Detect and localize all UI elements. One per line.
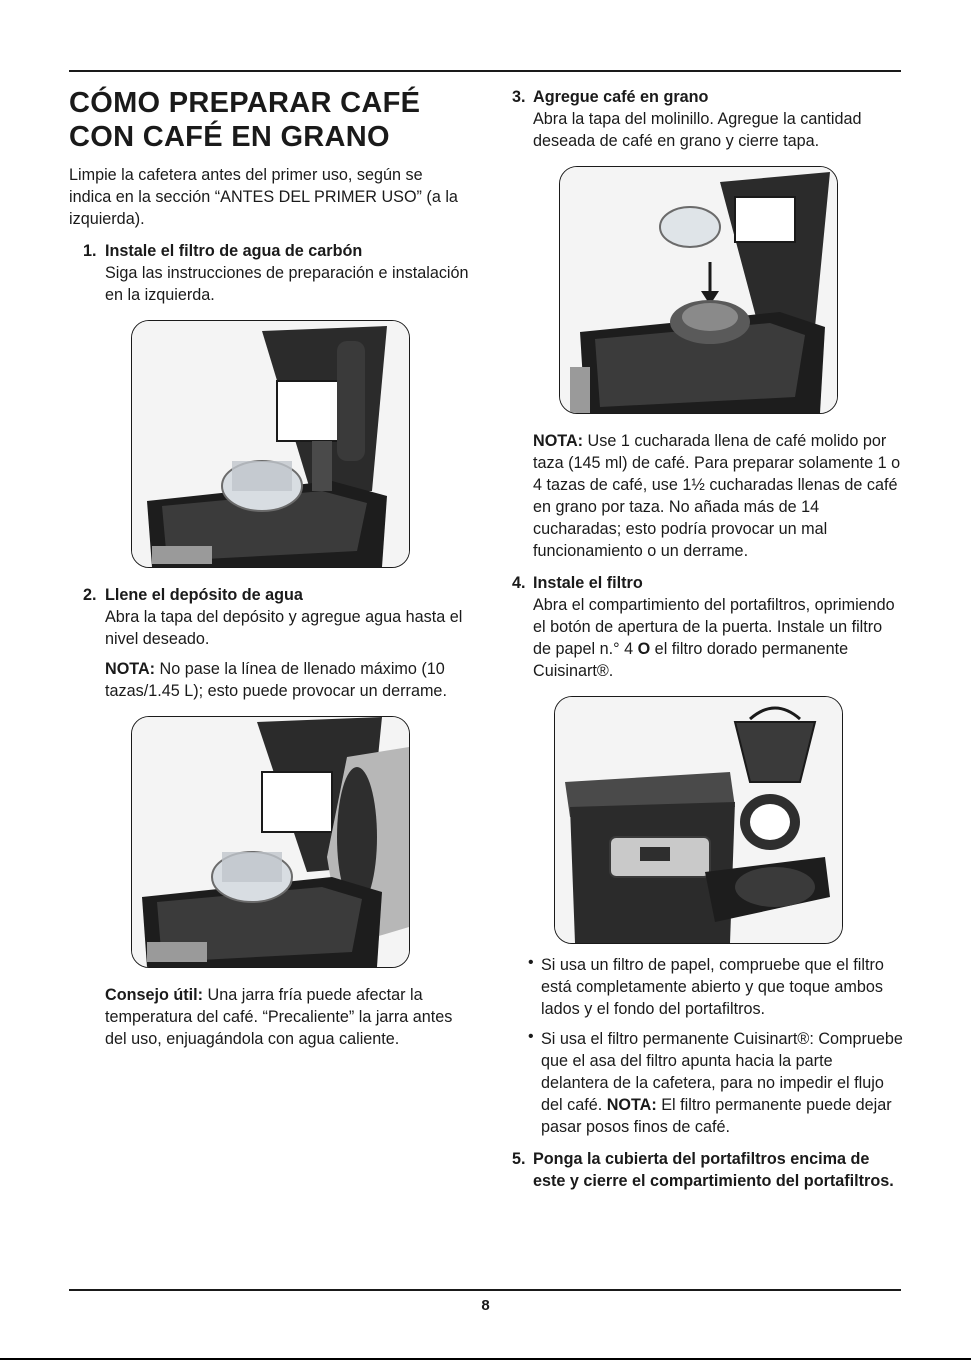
coffee-maker-open-reservoir-illustration (132, 321, 409, 567)
step-body-part-1: Abra el compartimiento del portafiltros,… (533, 596, 895, 658)
step-3-note: NOTA: Use 1 cucharada llena de café moli… (512, 430, 904, 562)
bullet-dot: • (528, 1028, 534, 1045)
page-number: 8 (481, 1297, 490, 1314)
step-body-part-2: el filtro dorado permanente Cuisinart®. (533, 640, 849, 680)
step-2: 2. Llene el depósito de agua Abra la tap… (69, 584, 469, 702)
filter-bullets: • Si usa un filtro de papel, compruebe q… (512, 954, 904, 1138)
bullet-permanent-filter: • Si usa el filtro permanente Cuisinart®… (528, 1028, 904, 1138)
step-2-tip: Consejo útil: Una jarra fría puede afect… (69, 984, 469, 1050)
step-note: NOTA: Use 1 cucharada llena de café moli… (533, 430, 904, 562)
step-body-or: O (637, 640, 651, 658)
step-note: NOTA: No pase la línea de llenado máximo… (105, 658, 469, 702)
step-number: 3. (512, 88, 526, 106)
bullet-text-part-1: Si usa el filtro permanente Cuisinart®: … (541, 1030, 903, 1114)
figure-fill-reservoir (131, 716, 410, 968)
bullet-text: Si usa un filtro de papel, compruebe que… (541, 956, 884, 1018)
intro-paragraph: Limpie la cafetera antes del primer uso,… (69, 166, 458, 228)
left-column: CÓMO PREPARAR CAFÉ CON CAFÉ EN GRANO Lim… (69, 86, 469, 1050)
page-title: CÓMO PREPARAR CAFÉ CON CAFÉ EN GRANO (69, 86, 469, 154)
tip-text: Una jarra fría puede afectar la temperat… (105, 986, 453, 1048)
bullet-paper-filter: • Si usa un filtro de papel, compruebe q… (528, 954, 904, 1020)
pouring-water-illustration (132, 717, 409, 967)
right-column: 3. Agregue café en grano Abra la tapa de… (512, 86, 904, 1192)
bullet-dot: • (528, 954, 534, 971)
step-body: Abra la tapa del molinillo. Agregue la c… (533, 110, 862, 150)
step-number: 5. (512, 1150, 526, 1168)
bottom-rule (69, 1289, 901, 1291)
step-1: 1. Instale el filtro de agua de carbón S… (69, 240, 469, 306)
filter-basket-illustration (555, 697, 842, 943)
bullet-text-part-2: El filtro permanente puede dejar pasar p… (541, 1096, 892, 1136)
step-5: 5. Ponga la cubierta del portafiltros en… (512, 1148, 904, 1192)
helpful-tip: Consejo útil: Una jarra fría puede afect… (105, 984, 469, 1050)
page-bottom-edge (0, 1358, 971, 1360)
note-text: Use 1 cucharada llena de café molido por… (533, 432, 901, 560)
figure-install-water-filter (131, 320, 410, 568)
step-title: Instale el filtro de agua de carbón (105, 242, 363, 260)
step-body: Abra la tapa del depósito y agregue agua… (105, 608, 463, 648)
step-number: 4. (512, 574, 526, 592)
step-number: 1. (83, 242, 97, 260)
bullet-text: Si usa el filtro permanente Cuisinart®: … (541, 1028, 904, 1138)
note-label: NOTA: (533, 432, 584, 450)
figure-install-filter (554, 696, 843, 944)
note-text: No pase la línea de llenado máximo (10 t… (105, 660, 447, 700)
step-number: 2. (83, 586, 97, 604)
step-body: Ponga la cubierta del portafiltros encim… (533, 1150, 894, 1190)
page-title-line-2: CON CAFÉ EN GRANO (69, 121, 390, 153)
tip-label: Consejo útil: (105, 986, 204, 1004)
step-body: Abra el compartimiento del portafiltros,… (533, 594, 904, 682)
step-title: Llene el depósito de agua (105, 586, 303, 604)
figure-add-coffee-beans (559, 166, 838, 414)
note-label: NOTA: (105, 660, 156, 678)
top-rule (69, 70, 901, 72)
page-title-line-1: CÓMO PREPARAR CAFÉ (69, 87, 421, 119)
step-3: 3. Agregue café en grano Abra la tapa de… (512, 86, 904, 152)
step-title: Instale el filtro (533, 574, 643, 592)
grinder-illustration (560, 167, 837, 413)
step-body: Siga las instrucciones de preparación e … (105, 264, 469, 304)
step-title: Agregue café en grano (533, 88, 709, 106)
step-4: 4. Instale el filtro Abra el compartimie… (512, 572, 904, 682)
note-label: NOTA: (606, 1096, 657, 1114)
